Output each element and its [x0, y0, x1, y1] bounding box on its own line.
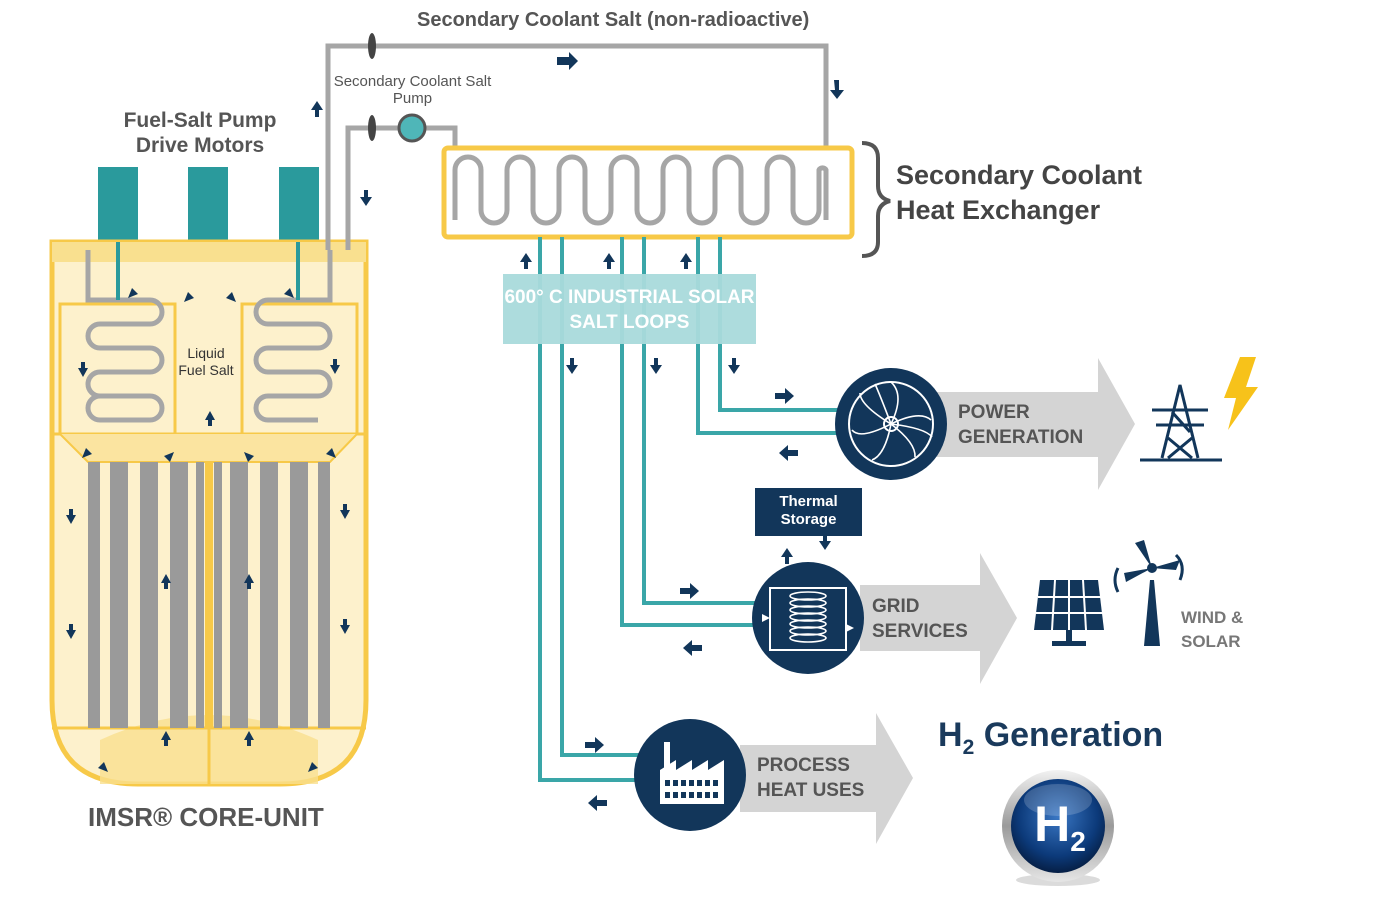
thermal-storage-label: Thermal Storage [779, 493, 838, 528]
process-heat-label: PROCESS HEAT USES [757, 755, 865, 801]
pylon-icon [1140, 384, 1222, 462]
h2-badge-text: H2 [1034, 796, 1086, 857]
graphite-core [88, 462, 330, 728]
liquid-fuel-salt-label: Liquid Fuel Salt [178, 345, 234, 378]
grid-services-label: GRID SERVICES [872, 596, 968, 642]
turbine-icon [835, 368, 947, 480]
lightning-icon [1224, 357, 1258, 430]
factory-icon [634, 719, 746, 831]
core-unit [49, 167, 369, 787]
core-unit-label: IMSR® CORE-UNIT [88, 802, 324, 832]
coil-storage-icon [752, 562, 864, 674]
solar-flow-arrows [520, 253, 831, 811]
power-arrow [900, 358, 1135, 490]
thermal-storage-box [755, 488, 862, 536]
grid-arrow [860, 553, 1017, 684]
valve-pump [368, 115, 376, 141]
solar-panel-icon [1034, 579, 1104, 646]
wind-turbine-icon [1113, 540, 1184, 646]
power-generation-label: POWER GENERATION [958, 402, 1084, 448]
h2-badge-icon [1002, 770, 1114, 886]
heat-exchanger-label: Secondary Coolant Heat Exchanger [896, 160, 1143, 225]
fuel-salt-pump-label: Fuel-Salt Pump Drive Motors [123, 109, 277, 157]
secondary-heat-exchanger [441, 141, 891, 258]
pump-motor-3 [279, 167, 319, 242]
process-arrow [740, 713, 913, 844]
core-flow-arrows [66, 288, 350, 772]
wind-solar-label: WIND & SOLAR [1181, 608, 1244, 651]
pump-motor-2 [188, 167, 228, 242]
solar-salt-loops-label: 600° C INDUSTRIAL SOLAR SALT LOOPS [504, 287, 755, 333]
pump-motor-1 [98, 167, 138, 242]
secondary-pump-label: Secondary Coolant Salt Pump [333, 73, 492, 107]
secondary-coolant-salt-label: Secondary Coolant Salt (non-radioactive) [417, 9, 810, 31]
secondary-pump-icon [397, 113, 427, 143]
solar-salt-loops-banner [503, 274, 756, 344]
valve-top [368, 33, 376, 59]
h2-generation-label: H2 Generation [938, 716, 1164, 759]
